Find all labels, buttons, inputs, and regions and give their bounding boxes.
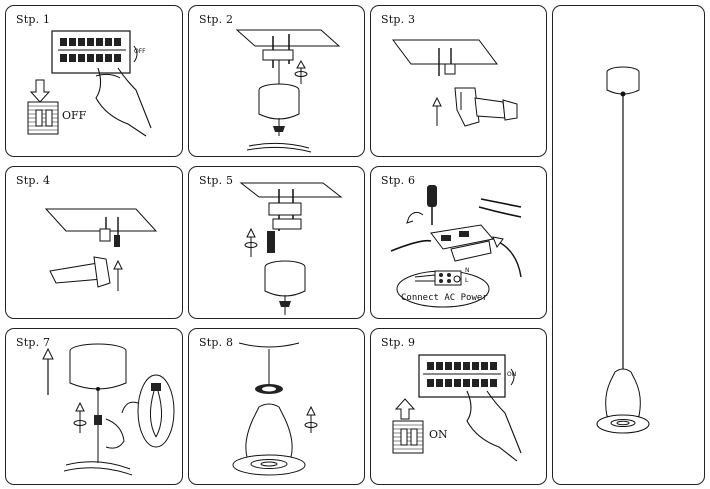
- step-1-label: Stp. 1: [16, 13, 51, 26]
- step-5-panel: Stp. 5: [188, 166, 365, 319]
- remove-canopy-illustration: [235, 29, 341, 153]
- connect-ac-power-text: Connect AC Power: [401, 293, 488, 303]
- step-3-panel: Stp. 3: [370, 5, 547, 157]
- breaker-off-text: OFF: [134, 48, 146, 55]
- step-6-label: Stp. 6: [381, 174, 416, 187]
- terminal-l-text: L: [465, 277, 469, 284]
- terminal-n-text: N: [465, 267, 470, 274]
- step-8-label: Stp. 8: [199, 336, 234, 349]
- step-9-label: Stp. 9: [381, 336, 416, 349]
- step-6-panel: Stp. 6 N L Connect AC Power: [370, 166, 547, 319]
- step-8-panel: Stp. 8: [188, 328, 365, 485]
- breaker-off-illustration: [27, 30, 152, 137]
- step-9-panel: Stp. 9 ON ON: [370, 328, 547, 485]
- switch-off-text: OFF: [62, 109, 87, 122]
- pendant-lamp-icon: [596, 66, 650, 434]
- hammer-anchor-illustration: [44, 208, 158, 291]
- drill-mount-illustration: [392, 39, 518, 127]
- wiring-connection-illustration: [390, 185, 522, 308]
- step-5-label: Stp. 5: [199, 174, 234, 187]
- step-7-label: Stp. 7: [16, 336, 51, 349]
- switch-on-text: ON: [429, 428, 448, 441]
- step-4-panel: Stp. 4: [5, 166, 183, 319]
- step-1-panel: Stp. 1 OFF OFF: [5, 5, 183, 157]
- overview-panel: [552, 5, 705, 485]
- step-2-label: Stp. 2: [199, 13, 234, 26]
- step-3-label: Stp. 3: [381, 13, 416, 26]
- breaker-on-illustration: [392, 354, 522, 462]
- attach-shade-illustration: [232, 342, 318, 476]
- step-4-label: Stp. 4: [16, 174, 51, 187]
- step-2-panel: Stp. 2: [188, 5, 365, 157]
- step-7-panel: Stp. 7: [5, 328, 183, 485]
- secure-canopy-illustration: [42, 343, 175, 476]
- breaker-on-text: ON: [507, 371, 517, 378]
- mount-bracket-illustration: [239, 182, 343, 315]
